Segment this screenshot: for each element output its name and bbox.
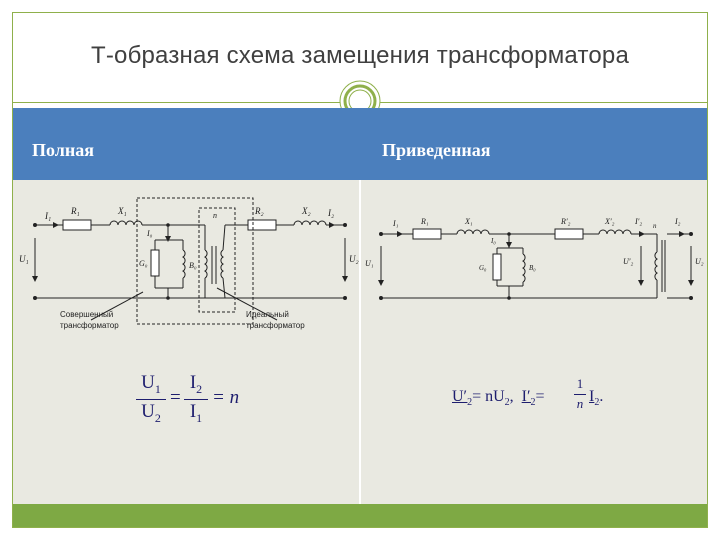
formula-r-u2p: U′	[452, 388, 468, 405]
formula-r-i2p-sub: 2	[530, 397, 536, 409]
column-label-full: Полная	[32, 140, 94, 160]
formula-i2-sub: 2	[196, 381, 203, 396]
formula-r-comma: ,	[509, 388, 514, 405]
label-x1: X₁	[117, 206, 127, 216]
formula-r-eq1-sub: 2	[504, 397, 510, 409]
label-u2: U₂	[349, 254, 359, 264]
formula-r-dot: .	[599, 388, 604, 405]
slide-title: Т-образная схема замещения трансформатор…	[90, 42, 630, 69]
label-r-u1: U₁	[365, 259, 374, 268]
formula-r-eq2: =	[535, 388, 545, 405]
label-r-b0: B₀	[529, 264, 536, 272]
label-r-x1: X₁	[464, 217, 473, 226]
formula-r-eq1: = nU	[472, 388, 505, 405]
label-n: n	[213, 211, 217, 220]
label-i0: I₀	[146, 229, 153, 238]
label-r1: R₁	[70, 206, 80, 216]
label-i2: I₂	[327, 208, 334, 218]
formula-r-frac-num: 1	[576, 376, 584, 391]
label-u1: U₁	[19, 254, 29, 264]
label-x2: X₂	[301, 206, 311, 216]
formula-r-i2-sub: 2	[594, 397, 600, 409]
label-r-i2p: I′₂	[634, 217, 642, 226]
reduced-equivalent-circuit: I₁ R₁ X₁ R′₂ X′₂ I′₂ I₂ U₁ U′₂ U₂ I₀ G₀ …	[365, 217, 704, 300]
formula-i1-sub: 1	[196, 410, 203, 425]
full-equivalent-circuit: I₁ R₁ X₁ R₂ X₂ I₂ U₁ U₂ I₀ G₀ B₀ n	[19, 197, 359, 325]
label-r2: R₂	[254, 206, 264, 216]
label-r-i0: I₀	[490, 237, 496, 245]
formula-r-frac-den: n	[576, 396, 584, 411]
formula-right: U′2= nU2,I′2= 1 n I2.	[452, 376, 622, 424]
column-label-reduced: Приведенная	[382, 140, 491, 160]
formula-u1: U	[141, 372, 155, 393]
header-band	[13, 108, 707, 180]
callout-ideal-transformer: Идеальный трансформатор	[246, 310, 305, 330]
label-r-r2p: R′₂	[560, 217, 571, 226]
formula-r-i2: I	[589, 388, 595, 405]
formula-u2: U	[141, 401, 155, 422]
panel-divider	[359, 180, 361, 504]
label-g0: G₀	[139, 259, 148, 268]
formula-i1: I	[189, 401, 197, 422]
label-r-r1: R₁	[420, 217, 429, 226]
footer-band	[13, 504, 707, 527]
formula-eq1: =	[170, 387, 181, 408]
formula-u2-sub: 2	[154, 410, 161, 425]
formula-i2: I	[189, 372, 197, 393]
callout-real-transformer: Совершенный трансформатор	[60, 310, 119, 330]
panel-full	[13, 180, 359, 504]
label-r-u2: U₂	[695, 257, 704, 266]
label-r-g0: G₀	[479, 264, 487, 272]
label-r-u2p: U′₂	[623, 257, 634, 266]
label-b0: B₀	[189, 261, 197, 270]
formula-left: U1 U2 = I2 I1 = n	[136, 372, 256, 430]
label-r-i2: I₂	[674, 217, 681, 226]
label-i1: I₁	[44, 211, 51, 221]
formula-eq2: = n	[212, 387, 240, 408]
label-r-n: n	[653, 222, 657, 230]
formula-r-i2p: I′	[521, 388, 531, 405]
formula-u1-sub: 1	[154, 381, 161, 396]
formula-r-u2p-sub: 2	[467, 397, 473, 409]
label-r-i1: I₁	[392, 219, 399, 228]
label-r-x2p: X′₂	[604, 217, 615, 226]
